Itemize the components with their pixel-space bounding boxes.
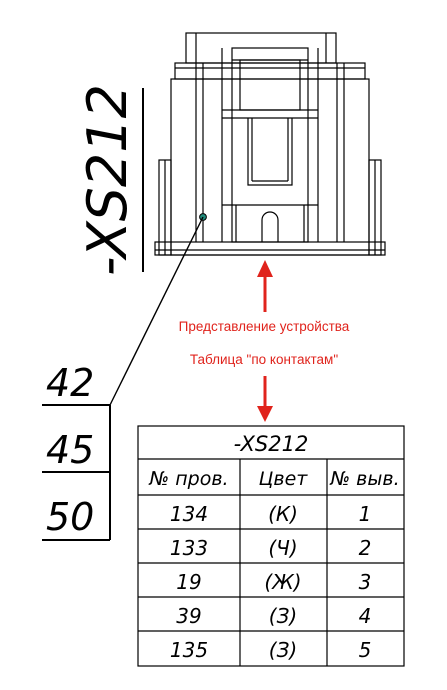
wire-number-2: 45 bbox=[46, 428, 94, 472]
wire-number-3: 50 bbox=[46, 495, 94, 539]
pin-table-header-color: Цвет bbox=[259, 468, 309, 490]
table-cell: (Ж) bbox=[264, 570, 301, 594]
pin-table bbox=[137, 425, 405, 667]
arrow-down-icon bbox=[257, 376, 273, 422]
table-cell: 135 bbox=[170, 638, 208, 662]
table-cell: (К) bbox=[268, 502, 298, 526]
wire-stack: 42 45 50 bbox=[42, 361, 111, 541]
annotation-pin-table: Таблица "по контактам" bbox=[190, 352, 338, 367]
table-cell: (Ч) bbox=[268, 536, 297, 560]
table-cell: 2 bbox=[359, 536, 372, 560]
table-cell: 134 bbox=[170, 502, 208, 526]
pin-table-title: -XS212 bbox=[234, 432, 309, 456]
table-cell: (З) bbox=[269, 638, 297, 662]
table-cell: 4 bbox=[359, 604, 372, 628]
table-cell: 1 bbox=[359, 502, 372, 526]
table-cell: 133 bbox=[170, 536, 208, 560]
table-cell: 39 bbox=[176, 604, 201, 628]
annotation-device-view: Представление устройства bbox=[179, 319, 350, 334]
arrow-up-icon bbox=[257, 260, 273, 312]
leader-line bbox=[109, 216, 204, 406]
connector-body bbox=[154, 32, 386, 256]
table-cell: 3 bbox=[359, 570, 372, 594]
connector-label: -XS212 bbox=[76, 84, 139, 276]
table-cell: (З) bbox=[269, 604, 297, 628]
table-cell: 19 bbox=[176, 570, 201, 594]
pin-table-header-wire: № пров. bbox=[148, 468, 228, 490]
wire-number-1: 42 bbox=[46, 361, 94, 405]
pin-table-header-pin: № выв. bbox=[329, 468, 399, 490]
table-cell: 5 bbox=[359, 638, 372, 662]
